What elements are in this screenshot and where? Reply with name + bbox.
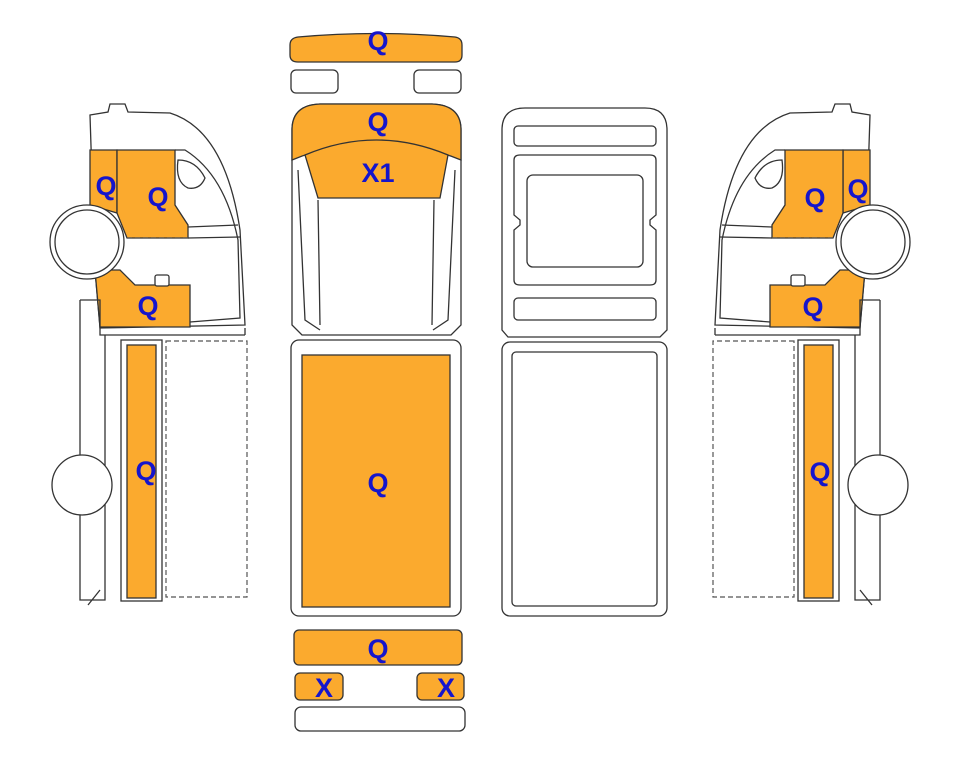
label-right-rocker: Q [802, 292, 823, 322]
roof-panel-rear [513, 297, 657, 321]
damage-bed-side[interactable] [126, 344, 157, 599]
rear-step [294, 706, 466, 732]
damage-front-bumper[interactable] [289, 32, 463, 63]
damage-rear-bumper[interactable] [293, 629, 463, 666]
roof-bed-inner [511, 351, 658, 607]
label-front-bumper: Q [367, 26, 388, 56]
top-view [289, 32, 466, 732]
roof-view [501, 107, 668, 617]
damage-left-taillight[interactable] [294, 672, 344, 701]
left-side-view [49, 103, 248, 606]
mirror [176, 159, 206, 189]
chassis-outline [79, 299, 246, 606]
roof-panel-front [513, 125, 657, 147]
front-wheel [54, 209, 120, 275]
label-left-rocker: Q [137, 291, 158, 321]
damage-front-door[interactable] [116, 149, 189, 239]
left-headlight [290, 69, 339, 94]
roof-window [526, 174, 644, 268]
label-right-bed: Q [809, 457, 830, 487]
rear-wheel [51, 454, 113, 516]
right-headlight [413, 69, 462, 94]
damage-right-taillight[interactable] [416, 672, 465, 701]
cab-window-line [175, 149, 241, 323]
label-rear-bumper: Q [367, 634, 388, 664]
label-cargo-bed: Q [367, 468, 388, 498]
label-right-door: Q [804, 183, 825, 213]
label-left-fender: Q [95, 171, 116, 201]
step-notch [154, 274, 170, 287]
damage-windshield[interactable] [304, 139, 449, 199]
label-windshield: X1 [361, 158, 394, 188]
damage-labels: Q Q Q Q Q Q X1 Q Q X X Q Q Q Q [95, 26, 868, 703]
bed-dashed-area [165, 340, 248, 598]
right-side-view [712, 103, 911, 606]
label-right-taillight: X [437, 673, 455, 703]
door-line [187, 224, 241, 239]
label-left-taillight: X [315, 673, 333, 703]
label-hood: Q [367, 107, 388, 137]
label-right-fender: Q [847, 174, 868, 204]
cab-inner-lines [297, 169, 456, 331]
label-left-door: Q [147, 182, 168, 212]
damage-cargo-bed[interactable] [301, 354, 451, 608]
label-left-bed: Q [135, 456, 156, 486]
